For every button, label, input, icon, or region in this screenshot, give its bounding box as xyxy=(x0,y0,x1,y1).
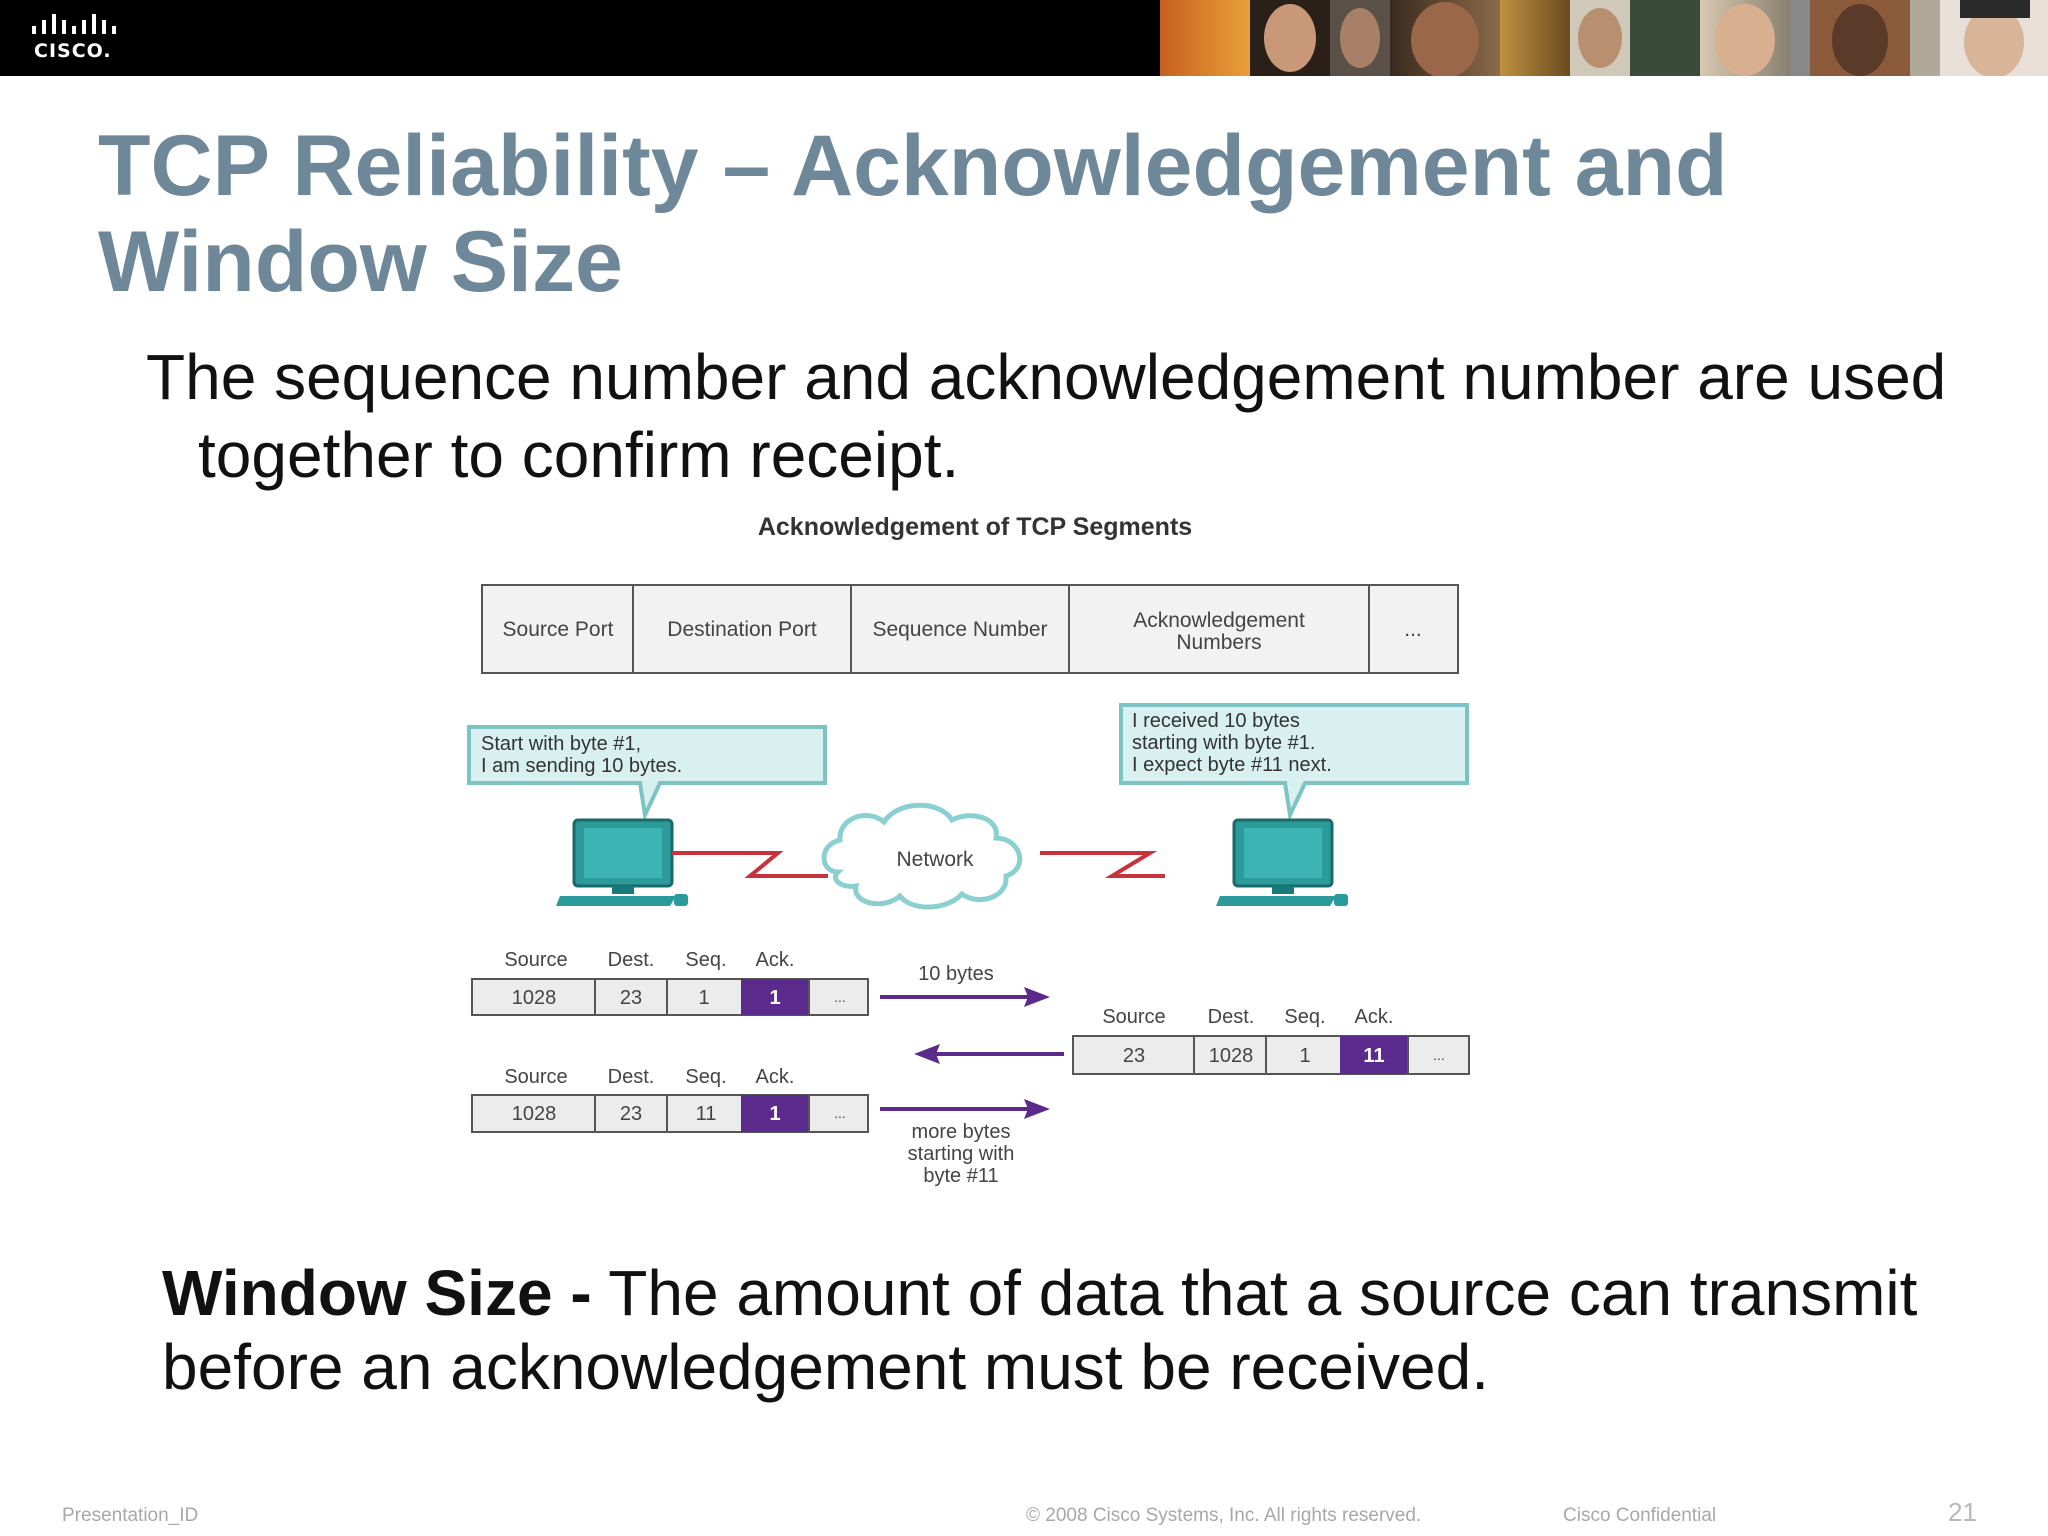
callout-receiver-line2: starting with byte #1. xyxy=(1132,732,1315,754)
seg1-seq: 1 xyxy=(698,987,709,1009)
segment3-row: 1028 23 11 1 ... xyxy=(471,1094,869,1133)
header-bar: CISCO. xyxy=(0,0,2048,76)
arrow3-label-line1: more bytes xyxy=(912,1121,1011,1143)
seg2-more: ... xyxy=(1433,1047,1445,1063)
seg1-ack: 1 xyxy=(769,987,780,1009)
field-source-port: Source Port xyxy=(503,618,614,641)
seg3-label-ack: Ack. xyxy=(756,1066,795,1088)
window-size-definition: Window Size - The amount of data that a … xyxy=(162,1256,1922,1404)
segment1-row: 1028 23 1 1 ... xyxy=(471,978,869,1016)
field-destination-port: Destination Port xyxy=(667,618,817,641)
footer-presentation-id: Presentation_ID xyxy=(62,1505,199,1526)
seg3-ack: 1 xyxy=(769,1103,780,1125)
seg3-label-dest: Dest. xyxy=(608,1066,655,1088)
segment2-row: 23 1028 1 11 ... xyxy=(1072,1035,1470,1075)
seg1-label-source: Source xyxy=(504,949,567,971)
cisco-logo: CISCO. xyxy=(30,12,130,64)
seg2-label-ack: Ack. xyxy=(1355,1006,1394,1028)
receiver-computer-icon xyxy=(1216,818,1348,906)
window-size-term: Window Size - xyxy=(162,1257,592,1329)
seg2-source: 23 xyxy=(1123,1045,1145,1067)
arrow3-label-line3: byte #11 xyxy=(923,1165,998,1187)
segment2-labels: Source Dest. Seq. Ack. xyxy=(1102,1006,1393,1028)
seg3-source: 1028 xyxy=(512,1103,557,1125)
diagram-title: Acknowledgement of TCP Segments xyxy=(758,513,1192,541)
arrow-10-bytes: 10 bytes xyxy=(880,963,1050,1007)
arrow-more-bytes: more bytes starting with byte #11 xyxy=(880,1099,1050,1187)
seg1-label-dest: Dest. xyxy=(608,949,655,971)
footer-confidential: Cisco Confidential xyxy=(1563,1505,1717,1526)
seg3-dest: 23 xyxy=(620,1103,642,1125)
segment3-labels: Source Dest. Seq. Ack. xyxy=(504,1066,794,1088)
arrow1-label: 10 bytes xyxy=(918,963,994,985)
callout-receiver-line3: I expect byte #11 next. xyxy=(1132,754,1332,776)
window-size-description: The amount of data that a source can tra… xyxy=(162,1257,1918,1403)
seg2-dest: 1028 xyxy=(1209,1045,1254,1067)
callout-sender-line2: I am sending 10 bytes. xyxy=(481,755,682,777)
field-ack-line2: Numbers xyxy=(1176,631,1261,654)
seg2-label-dest: Dest. xyxy=(1208,1006,1255,1028)
seg2-label-source: Source xyxy=(1102,1006,1165,1028)
slide-bullet: The sequence number and acknowledgement … xyxy=(146,338,1958,494)
seg1-source: 1028 xyxy=(512,987,557,1009)
sender-computer-icon xyxy=(556,818,688,906)
callout-sender-line1: Start with byte #1, xyxy=(481,733,641,755)
callout-receiver: I received 10 bytes starting with byte #… xyxy=(1119,703,1469,822)
bullet-text: The sequence number and acknowledgement … xyxy=(146,341,1947,491)
field-ack-line1: Acknowledgement xyxy=(1133,609,1305,632)
network-links xyxy=(672,851,1165,878)
network-label: Network xyxy=(896,848,974,871)
callout-receiver-line1: I received 10 bytes xyxy=(1132,710,1300,732)
arrow-ack-return xyxy=(914,1044,1064,1064)
segment1-labels: Source Dest. Seq. Ack. xyxy=(504,949,794,971)
slide-title: TCP Reliability – Acknowledgement and Wi… xyxy=(98,118,1728,310)
tcp-header-fields: Source Port Destination Port Sequence Nu… xyxy=(481,584,1459,674)
seg3-label-seq: Seq. xyxy=(685,1066,726,1088)
people-photo-strip xyxy=(1160,0,2048,76)
seg3-seq: 11 xyxy=(696,1103,717,1125)
seg1-label-ack: Ack. xyxy=(756,949,795,971)
arrow3-label-line2: starting with xyxy=(908,1143,1015,1165)
seg2-seq: 1 xyxy=(1299,1045,1310,1067)
seg2-ack: 11 xyxy=(1363,1045,1384,1067)
seg2-label-seq: Seq. xyxy=(1284,1006,1325,1028)
footer-copyright: © 2008 Cisco Systems, Inc. All rights re… xyxy=(1026,1505,1422,1526)
field-more: ... xyxy=(1404,618,1422,641)
seg1-more: ... xyxy=(834,989,846,1005)
callout-sender: Start with byte #1, I am sending 10 byte… xyxy=(467,725,827,822)
page-number: 21 xyxy=(1948,1497,1977,1527)
seg3-more: ... xyxy=(834,1105,846,1121)
seg3-label-source: Source xyxy=(504,1066,567,1088)
field-sequence-number: Sequence Number xyxy=(872,618,1047,641)
network-cloud-icon: Network xyxy=(821,802,1023,910)
seg1-label-seq: Seq. xyxy=(685,949,726,971)
logo-wordmark: CISCO. xyxy=(34,40,112,62)
cisco-bars-icon xyxy=(32,14,116,34)
seg1-dest: 23 xyxy=(620,987,642,1009)
